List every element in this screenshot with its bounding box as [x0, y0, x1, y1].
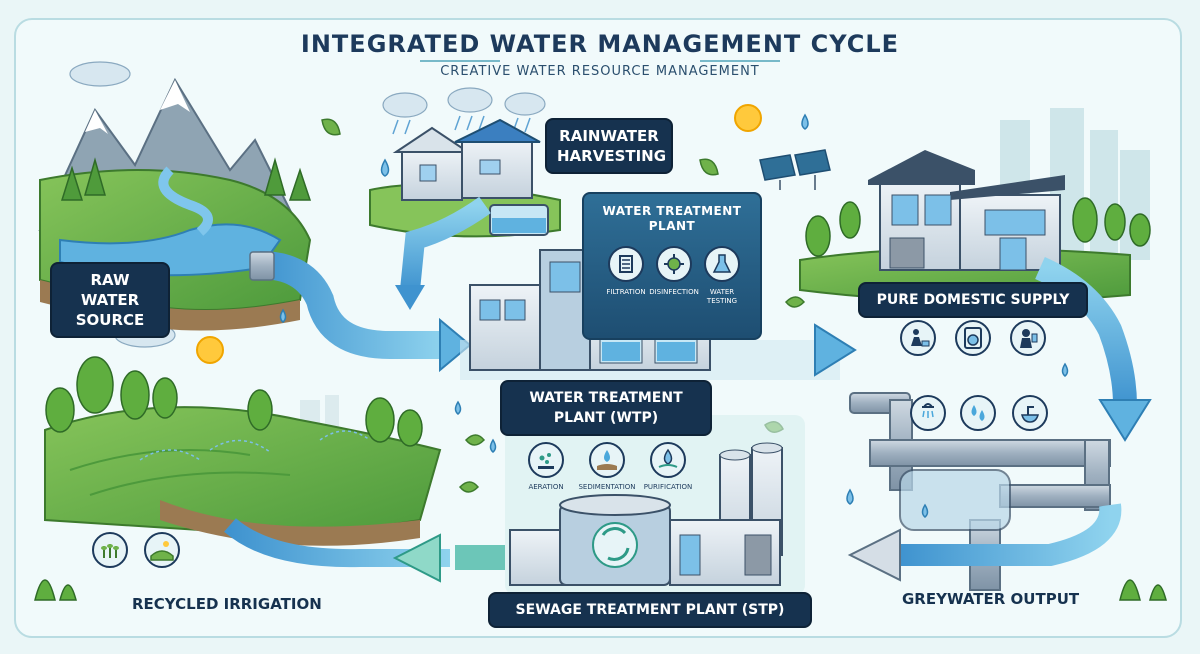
washing-hands-icon: [900, 320, 936, 356]
subtitle-rule-left: [420, 60, 500, 62]
filtration-icon: [608, 246, 644, 282]
domestic-down-flow: [1034, 257, 1137, 406]
raw-water-source-label: RAW WATER SOURCE: [50, 262, 170, 338]
irrigation-land: [44, 406, 442, 546]
rain-flow: [400, 196, 491, 291]
trees-top-left: [60, 157, 312, 201]
wtp-panel-title: WATER TREATMENT PLANT: [602, 204, 742, 233]
disinfection-icon: [656, 246, 692, 282]
stp-step-sedimentation: SEDIMENTATION: [578, 483, 636, 491]
intake-pipe: [249, 251, 275, 281]
greywater-output-label: GREYWATER OUTPUT: [902, 590, 1080, 608]
sink-icon: [1012, 395, 1048, 431]
greywater-flow: [900, 503, 1122, 566]
recycled-irrigation-label: RECYCLED IRRIGATION: [132, 595, 322, 613]
rainwater-harvesting-label: RAINWATER HARVESTING: [545, 118, 673, 174]
drinking-icon: [1010, 320, 1046, 356]
rain-lines: [392, 115, 531, 135]
page-subtitle: CREATIVE WATER RESOURCE MANAGEMENT: [440, 64, 760, 79]
solar-panels: [759, 149, 831, 190]
wtp-output-arrowhead: [814, 323, 857, 377]
subtitle-rule-right: [700, 60, 780, 62]
crops-icon: [92, 532, 128, 568]
irrigation-arrowhead: [392, 533, 441, 583]
raw-water-arrowhead: [439, 317, 472, 373]
sun-icon-top: [734, 104, 762, 132]
domestic-down-arrowhead: [1098, 399, 1152, 442]
raw-water-flow: [259, 251, 445, 359]
washing-machine-icon: [955, 320, 991, 356]
wtp-steps-panel: WATER TREATMENT PLANT FILTRATION DISINFE…: [582, 192, 762, 340]
field-icon: [144, 532, 180, 568]
recycle-icon: [601, 527, 630, 561]
greywater-pipes: [849, 392, 1111, 591]
wtp-step-disinfection: DISINFECTION: [649, 288, 699, 296]
purification-icon: [650, 442, 686, 478]
stp-label: SEWAGE TREATMENT PLANT (STP): [488, 592, 812, 628]
sprinklers: [139, 430, 371, 461]
irrigation-flow: [224, 518, 450, 568]
trees-left: [45, 356, 423, 447]
stp-step-purification: PURIFICATION: [643, 483, 693, 491]
grass-tufts: [34, 579, 1167, 601]
stp-step-aeration: AERATION: [528, 483, 564, 491]
aeration-icon: [528, 442, 564, 478]
wtp-step-testing: WATER TESTING: [706, 288, 738, 305]
water-drops: [279, 113, 1069, 518]
stp-building: [505, 415, 805, 595]
rain-flow-arrowhead: [395, 285, 425, 310]
trees-right: [805, 197, 1151, 257]
wtp-step-filtration: FILTRATION: [606, 288, 646, 296]
greywater-arrowhead: [847, 528, 901, 582]
sun-icon-left: [196, 336, 224, 364]
drops-icon: [960, 395, 996, 431]
pure-domestic-supply-label: PURE DOMESTIC SUPPLY: [858, 282, 1088, 318]
shower-icon: [910, 395, 946, 431]
wtp-label: WATER TREATMENT PLANT (WTP): [500, 380, 712, 436]
water-testing-icon: [704, 246, 740, 282]
page-title: INTEGRATED WATER MANAGEMENT CYCLE: [300, 30, 900, 58]
sedimentation-icon: [589, 442, 625, 478]
